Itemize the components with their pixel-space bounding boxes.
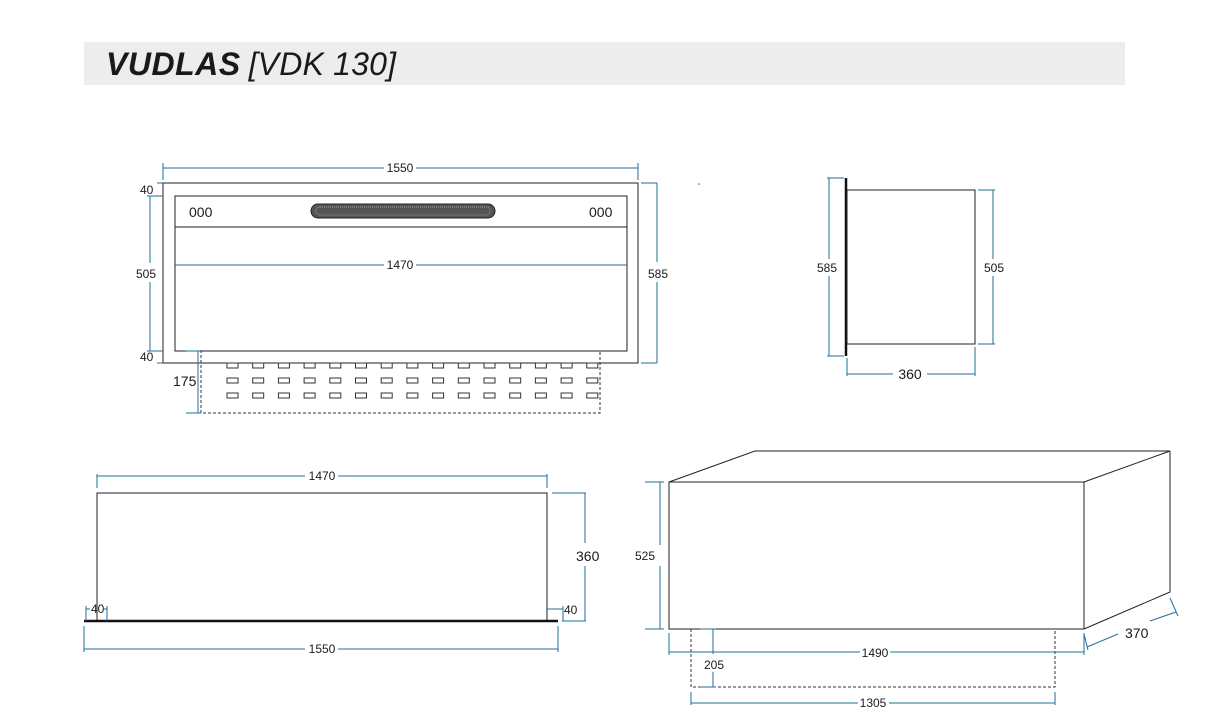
- vent-slot: [252, 362, 265, 369]
- front-inner-height: 505: [136, 267, 156, 281]
- iso-vent-box: [690, 629, 1056, 688]
- vent-slot: [432, 392, 445, 399]
- front-vent-box: [200, 350, 601, 414]
- product-title: VUDLAS[VDK 130]: [106, 46, 396, 83]
- top-right-flange: 40: [564, 603, 578, 617]
- side-depth: 360: [898, 366, 922, 382]
- iso-depth: 370: [1125, 625, 1149, 641]
- side-body: [846, 189, 976, 345]
- front-bottom-border: 40: [140, 350, 154, 364]
- flame-slot: [310, 203, 496, 219]
- vent-slot: [277, 377, 290, 384]
- vent-slot: [226, 377, 239, 384]
- vent-slot: [277, 362, 290, 369]
- front-vent-slots: [226, 362, 599, 399]
- front-overall-height: 585: [648, 267, 668, 281]
- iso-height: 525: [635, 549, 655, 563]
- title-bar: VUDLAS[VDK 130]: [84, 42, 1125, 85]
- iso-front-face: [668, 481, 1085, 630]
- vent-slot: [355, 392, 367, 399]
- vent-slot: [303, 392, 316, 399]
- vent-slot: [355, 377, 367, 384]
- vent-slot: [483, 377, 496, 384]
- vent-slot: [586, 362, 599, 369]
- right-control-indicator: 000: [589, 204, 613, 220]
- isometric-view: 525 1490 205 1305 370: [635, 450, 1179, 710]
- vent-slot: [277, 392, 290, 399]
- side-total-height: 585: [817, 261, 837, 275]
- vent-slot: [252, 392, 265, 399]
- vent-slot: [534, 392, 547, 399]
- vent-slot: [483, 362, 496, 369]
- top-overall-width: 1550: [309, 642, 336, 656]
- front-vent-height: 175: [173, 373, 197, 389]
- front-top-border: 40: [140, 183, 154, 197]
- iso-vent-height: 205: [704, 658, 724, 672]
- vent-slot: [406, 392, 419, 399]
- vent-slot: [534, 362, 547, 369]
- model-name: VUDLAS: [106, 46, 241, 82]
- side-view: 585 505 360: [817, 177, 1004, 382]
- vent-slot: [509, 392, 522, 399]
- vent-slot: [586, 377, 599, 384]
- vent-slot: [380, 362, 393, 369]
- stray-mark: [698, 183, 700, 185]
- top-body: [96, 492, 548, 621]
- top-inner-width: 1470: [309, 469, 336, 483]
- front-outer-frame: [162, 182, 639, 364]
- iso-width: 1490: [862, 646, 889, 660]
- vent-slot: [432, 377, 445, 384]
- iso-top-face: [668, 450, 1171, 483]
- front-inner-width: 1470: [387, 258, 414, 272]
- vent-slot: [483, 392, 496, 399]
- vent-slot: [457, 362, 470, 369]
- vent-slot: [406, 362, 419, 369]
- vent-slot: [406, 377, 419, 384]
- vent-slot: [380, 377, 393, 384]
- vent-slot: [509, 362, 522, 369]
- top-left-flange: 40: [91, 602, 105, 616]
- vent-slot: [534, 377, 547, 384]
- vent-slot: [329, 362, 342, 369]
- vent-slot: [432, 362, 445, 369]
- front-view: 000 000 1550 1470 40 505 40 175: [136, 161, 668, 414]
- vent-slot: [355, 362, 367, 369]
- vent-slot: [303, 362, 316, 369]
- vent-slot: [560, 392, 573, 399]
- vent-slot: [586, 392, 599, 399]
- vent-slot: [380, 392, 393, 399]
- vent-slot: [457, 392, 470, 399]
- top-depth: 360: [576, 548, 600, 564]
- top-view: 1470 360 40 40 1550: [83, 469, 600, 656]
- vent-slot: [303, 377, 316, 384]
- left-control-indicator: 000: [189, 204, 213, 220]
- vent-slot: [226, 392, 239, 399]
- vent-slot: [457, 377, 470, 384]
- vent-slot: [560, 362, 573, 369]
- vent-slot: [560, 377, 573, 384]
- side-body-height: 505: [984, 261, 1004, 275]
- model-code: [VDK 130]: [248, 46, 397, 82]
- iso-side-face: [1083, 451, 1171, 630]
- vent-slot: [226, 362, 239, 369]
- vent-slot: [329, 377, 342, 384]
- flame-slot-grille: [315, 206, 491, 216]
- iso-vent-width: 1305: [860, 696, 887, 710]
- front-inner-panel: [174, 195, 628, 352]
- vent-slot: [252, 377, 265, 384]
- front-overall-width: 1550: [387, 161, 414, 175]
- vent-slot: [329, 392, 342, 399]
- vent-slot: [509, 377, 522, 384]
